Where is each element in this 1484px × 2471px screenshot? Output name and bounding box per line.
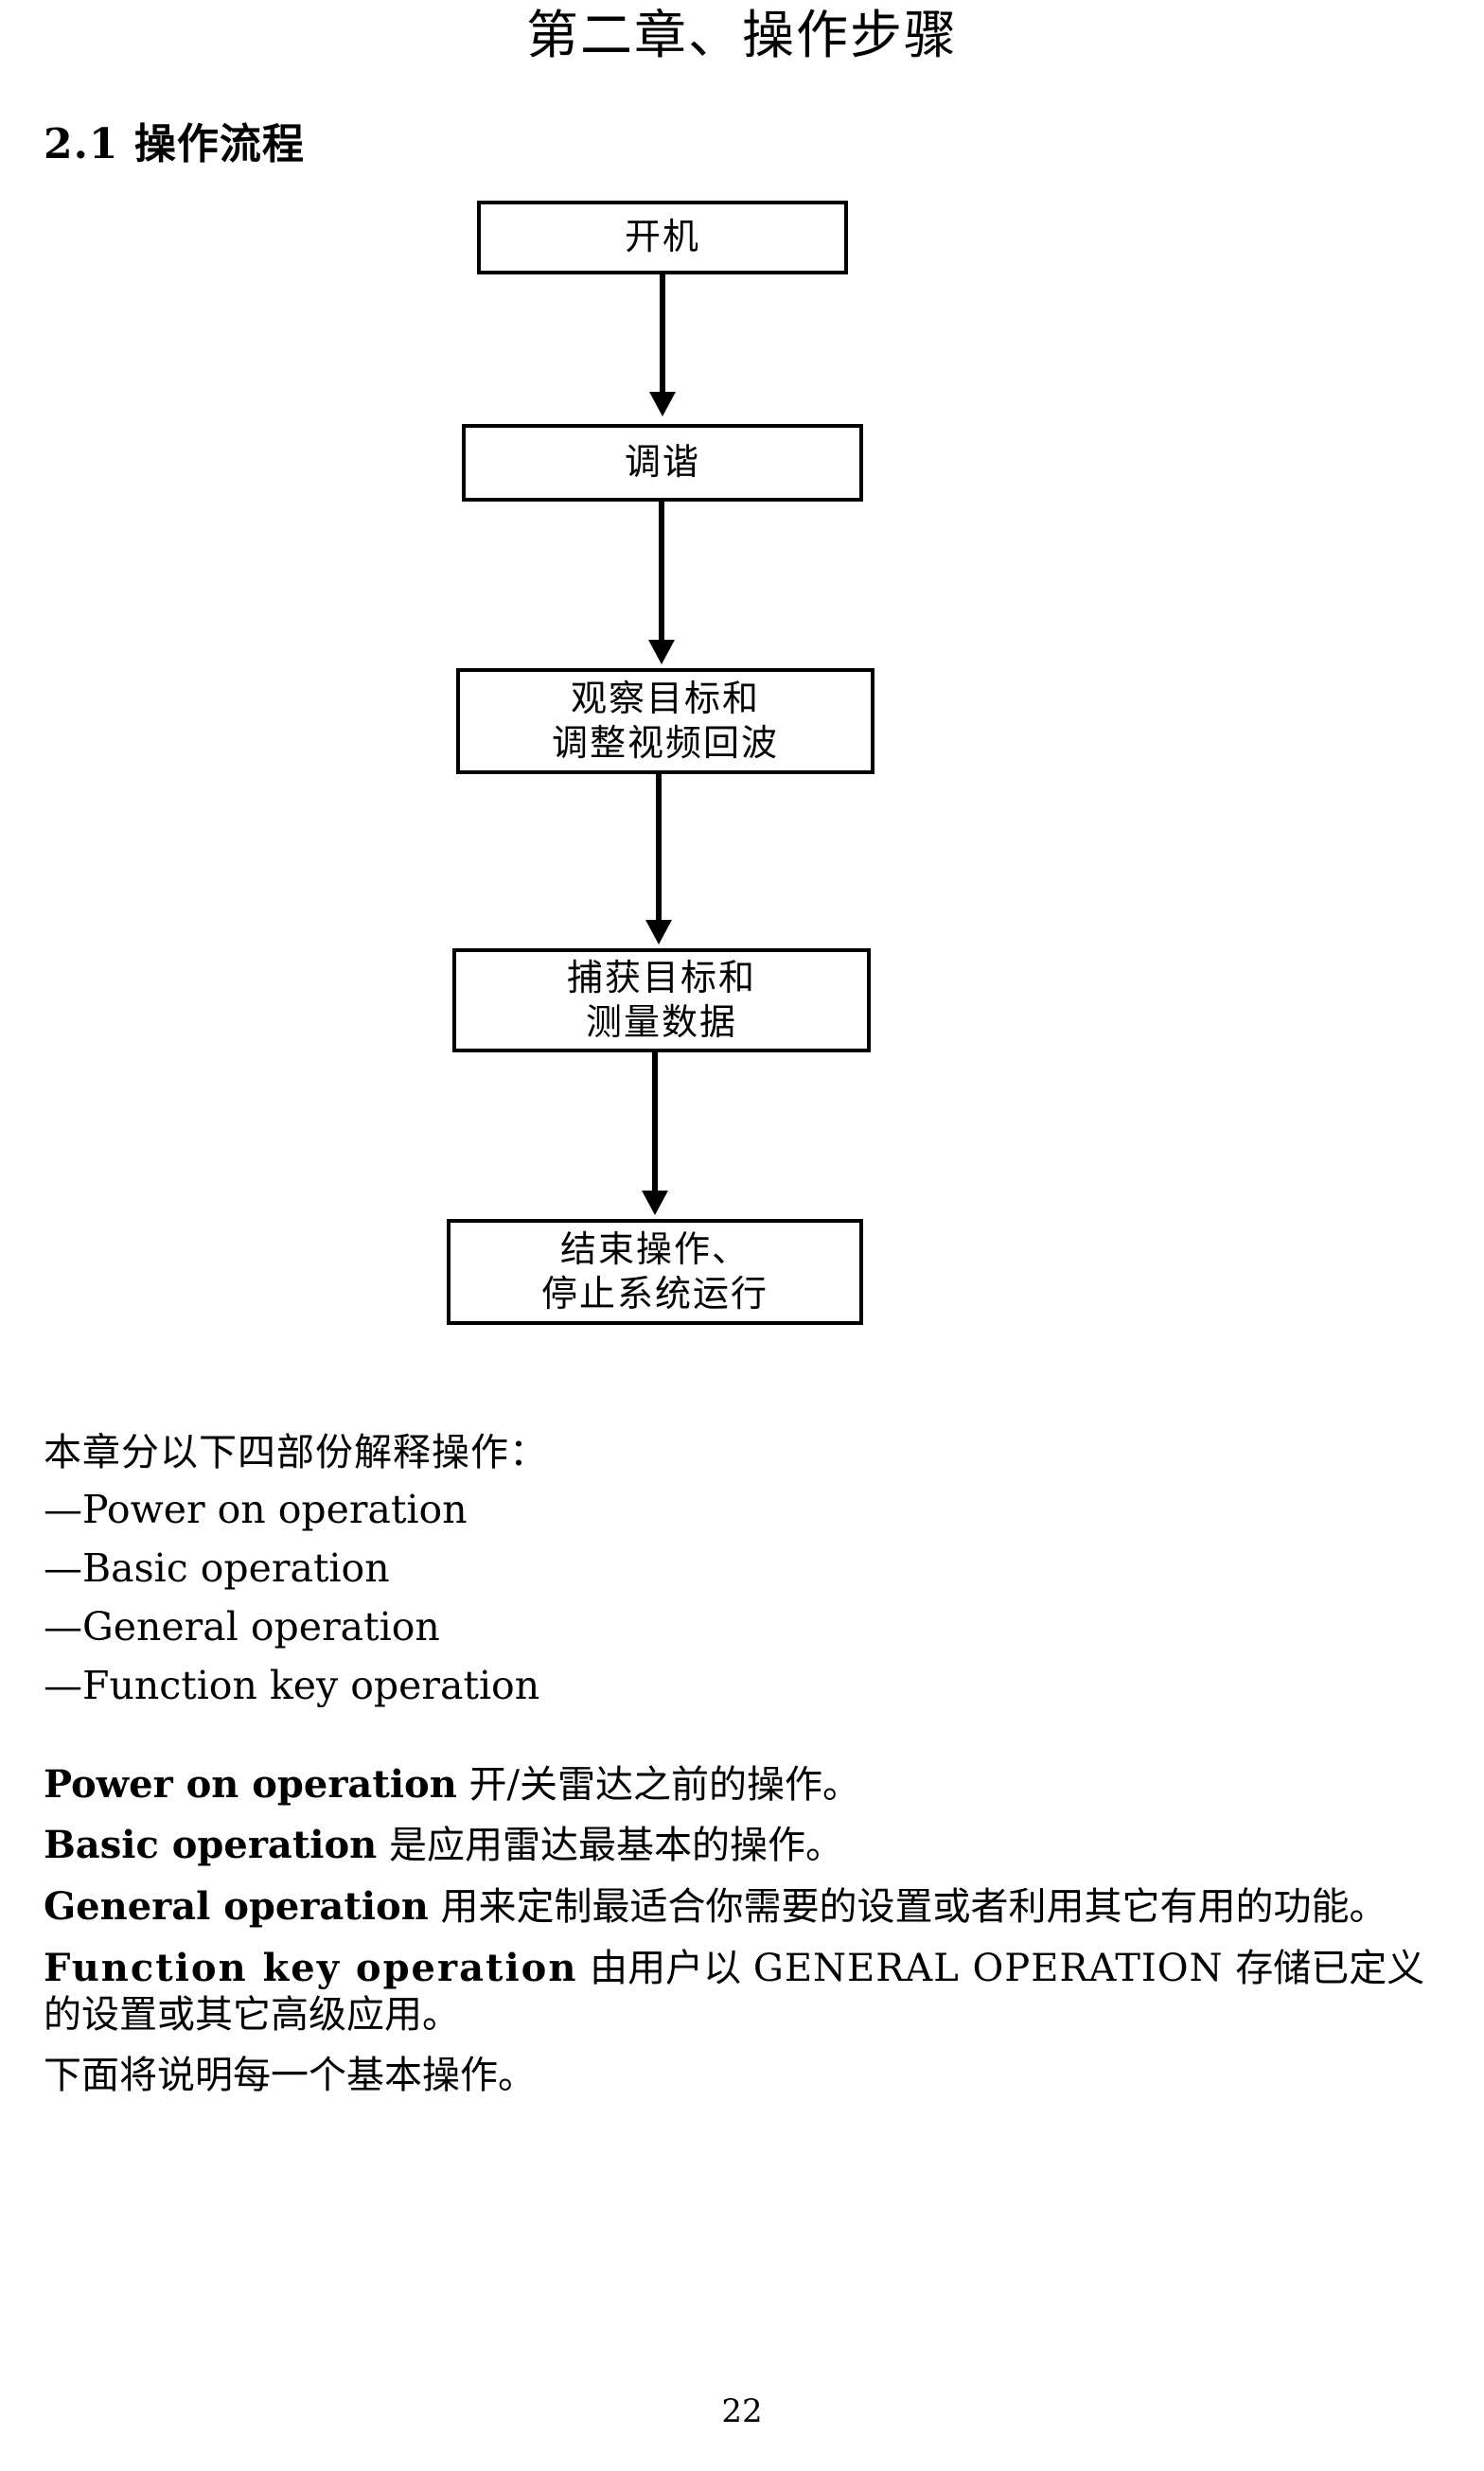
list-item: —General operation [44, 1604, 1444, 1650]
paragraph-function-key-text-b: 存储已定义的设置或其它高级应用。 [44, 1946, 1425, 2038]
paragraph-closing: 下面将说明每一个基本操作。 [44, 2053, 536, 2097]
intro-sentence: 本章分以下四部份解释操作： [44, 1431, 548, 1474]
flowchart-node-observe-line2: 调整视频回波 [551, 722, 779, 764]
em-dash-marker: — [44, 1662, 82, 1708]
term-power-on: Power on operation [44, 1761, 457, 1807]
paragraph-function-key-text-a: 由用户以 [577, 1946, 753, 1990]
em-dash-marker: — [44, 1545, 82, 1592]
arrow-shaft [659, 502, 664, 644]
list-item-label: General operation [82, 1604, 440, 1650]
list-item: —Basic operation [44, 1545, 1444, 1592]
flowchart-node-tune-label: 调谐 [624, 441, 700, 484]
arrow-shaft [652, 1052, 658, 1194]
flowchart-node-capture-line1: 捕获目标和 [566, 956, 756, 998]
paragraph-general-text: 用来定制最适合你需要的设置或者利用其它有用的功能。 [428, 1885, 1387, 1929]
paragraph-function-key: Function key operation 由用户以 GENERAL OPER… [44, 1945, 1444, 2039]
list-item-label: Basic operation [82, 1545, 390, 1592]
term-basic: Basic operation [44, 1823, 378, 1868]
list-item-label: Power on operation [82, 1487, 468, 1533]
arrow-shaft [660, 274, 665, 396]
flowchart-node-finish-line2: 停止系统运行 [540, 1273, 768, 1315]
flowchart-node-finish: 结束操作、 停止系统运行 [447, 1219, 863, 1325]
term-general: General operation [44, 1884, 429, 1929]
paragraph-basic-text: 是应用雷达最基本的操作。 [377, 1824, 843, 1868]
list-item: —Power on operation [44, 1487, 1444, 1533]
flowchart-node-capture-lines: 捕获目标和 测量数据 [567, 956, 756, 1046]
flowchart-node-observe: 观察目标和 调整视频回波 [456, 668, 874, 774]
reference-general-operation: GENERAL OPERATION [752, 1946, 1224, 1990]
arrow-head-icon [649, 392, 676, 416]
flowchart-node-power-on-label: 开机 [624, 216, 700, 258]
page-number: 22 [721, 2392, 763, 2430]
operation-flowchart: 开机 调谐 观察目标和 调整视频回波 捕获目标和 测量数据 [447, 201, 874, 1325]
list-item: —Function key operation [44, 1662, 1444, 1708]
flowchart-node-observe-lines: 观察目标和 调整视频回波 [552, 677, 779, 767]
section-heading: 2.1 操作流程 [44, 120, 305, 168]
body-text: 本章分以下四部份解释操作： —Power on operation —Basic… [44, 1431, 1444, 2112]
em-dash-marker: — [44, 1604, 82, 1650]
paragraph-basic: Basic operation 是应用雷达最基本的操作。 [44, 1822, 1444, 1870]
flowchart-node-finish-line1: 结束操作、 [559, 1227, 750, 1270]
paragraph-general: General operation 用来定制最适合你需要的设置或者利用其它有用的… [44, 1883, 1444, 1932]
arrow-head-icon [648, 640, 675, 664]
flowchart-node-tune: 调谐 [462, 424, 863, 502]
flowchart-node-capture: 捕获目标和 测量数据 [452, 948, 871, 1052]
paragraph-power-on: Power on operation 开/关雷达之前的操作。 [44, 1761, 1444, 1809]
flowchart-node-power-on: 开机 [477, 201, 848, 274]
paragraph-power-on-text: 开/关雷达之前的操作。 [456, 1762, 860, 1807]
arrow-head-icon [642, 1191, 668, 1215]
operation-list: —Power on operation —Basic operation —Ge… [44, 1487, 1444, 1708]
em-dash-marker: — [44, 1487, 82, 1533]
flowchart-node-finish-lines: 结束操作、 停止系统运行 [541, 1227, 768, 1317]
arrow-shaft [656, 774, 662, 924]
term-function-key: Function key operation [44, 1945, 578, 1990]
chapter-title: 第二章、操作步骤 [525, 5, 958, 65]
flowchart-node-capture-line2: 测量数据 [585, 1001, 737, 1043]
list-item-label: Function key operation [82, 1662, 540, 1708]
arrow-head-icon [645, 920, 672, 944]
description-paragraphs: Power on operation 开/关雷达之前的操作。 Basic ope… [44, 1761, 1444, 2100]
flowchart-node-observe-line1: 观察目标和 [570, 677, 760, 719]
